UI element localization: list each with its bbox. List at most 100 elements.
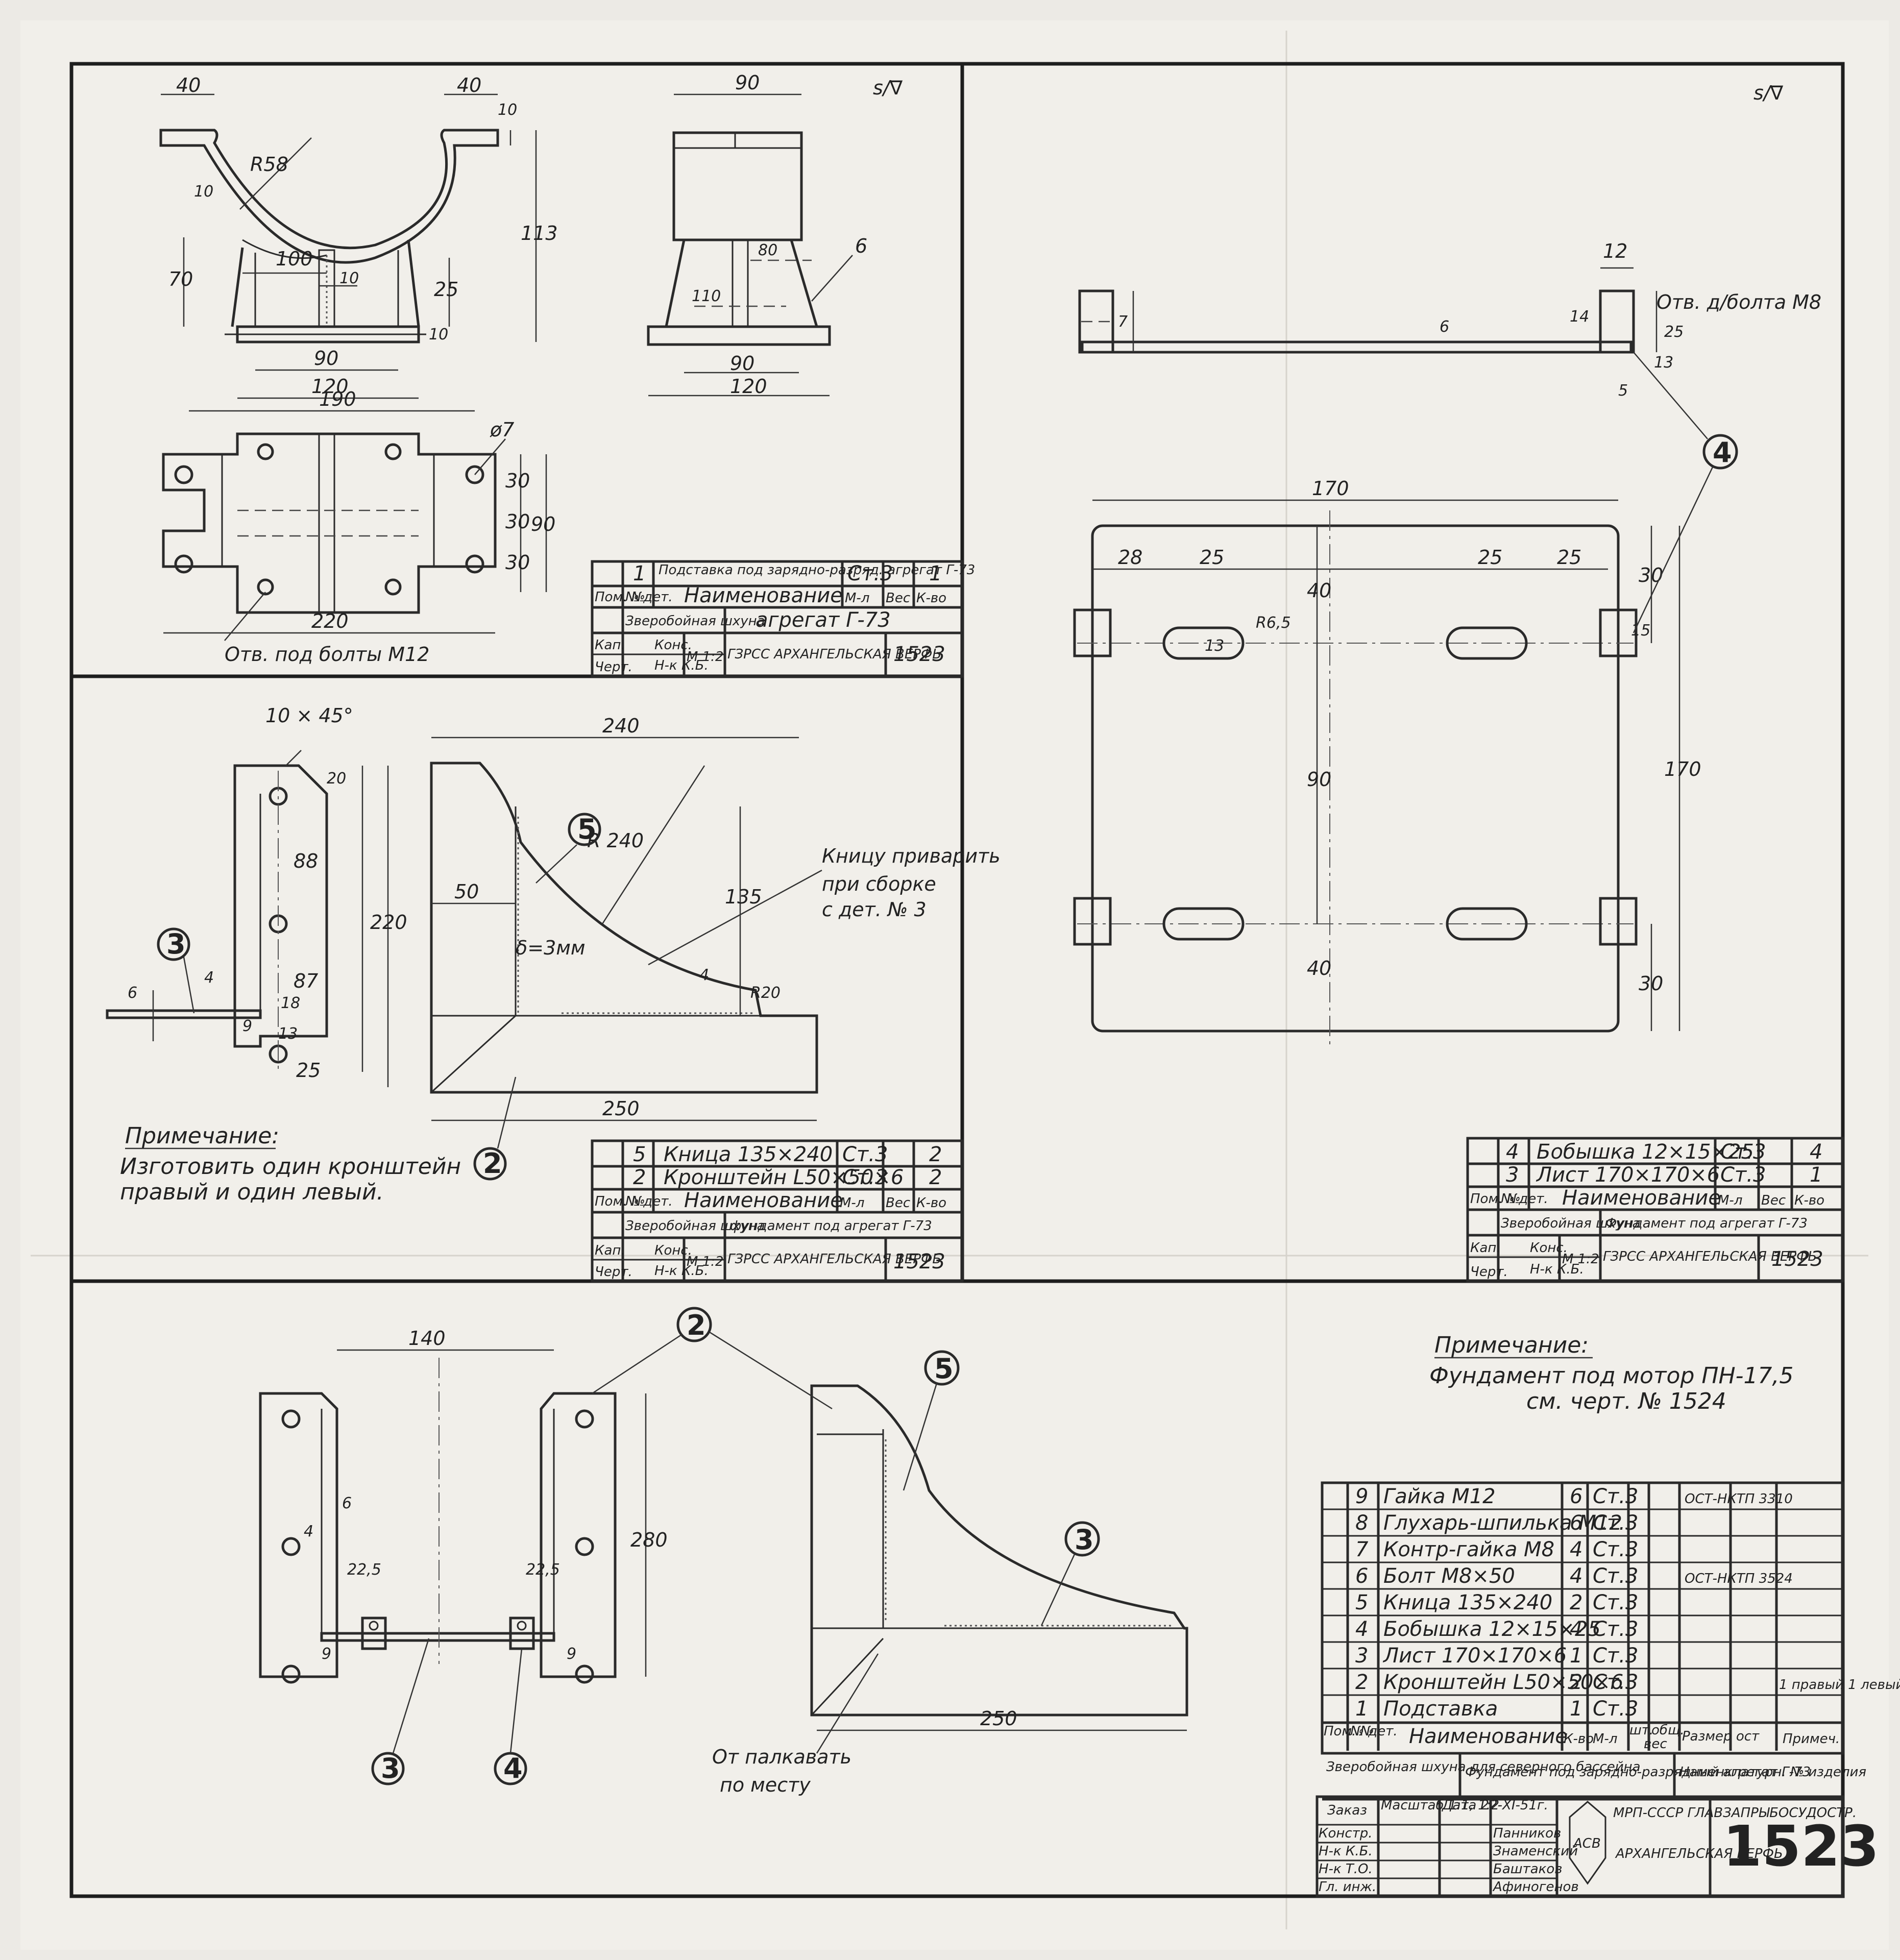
tb1-h-weight: Вес xyxy=(886,591,910,606)
dim-13: 13 xyxy=(278,1025,298,1043)
tb3-check-2: Н-к К.Б. xyxy=(1530,1262,1584,1277)
dim-220: 220 xyxy=(370,911,407,934)
tb1-h-mat: М-л xyxy=(845,591,869,606)
dim-40-left: 40 xyxy=(176,74,201,96)
stamp-order: Заказ xyxy=(1327,1803,1367,1818)
tb1-h-qty: К-во xyxy=(916,591,946,606)
dim-25: 25 xyxy=(434,278,458,301)
dim-50: 50 xyxy=(454,880,479,903)
dim-18: 18 xyxy=(281,994,300,1012)
bom-row-4-name: Болт М8×50 xyxy=(1383,1564,1515,1588)
dim-4: 4 xyxy=(204,969,214,987)
tb1-row1-qty: 1 xyxy=(929,562,942,585)
main-note-line-2: см. черт. № 1524 xyxy=(1526,1388,1726,1414)
plan-dim-25b: 25 xyxy=(1478,546,1502,569)
dim-r20: R20 xyxy=(750,984,781,1002)
bom-h-name: Наименование xyxy=(1409,1725,1568,1748)
dim-40-right: 40 xyxy=(457,74,481,96)
plate-edge-view: 12 Отв. д/болта М8 6 14 25 13 5 7 xyxy=(1078,240,1821,400)
shipyard-logo: АСВ xyxy=(1569,1801,1606,1885)
dim-chamfer: 10 × 45° xyxy=(265,704,353,727)
side-dim-90: 90 xyxy=(735,71,760,94)
assembly-side-view: 250 2 5 3 От палкавать по месту xyxy=(592,1307,1188,1796)
tb3-role-1: Кап. xyxy=(1470,1240,1501,1256)
tb2-row1-qty: 2 xyxy=(929,1143,942,1166)
bom-row-4-mat: Ст.3 xyxy=(1593,1564,1638,1588)
plan-dim-30c: 30 xyxy=(505,551,530,574)
tb3-row2-material: Ст.3 xyxy=(1720,1163,1766,1187)
plan-dim-170: 170 xyxy=(1312,477,1349,500)
tb3-row1-qty: 4 xyxy=(1810,1140,1822,1164)
asm-note-1: От палкавать xyxy=(712,1746,851,1768)
bom-nomenclature: Наменклатурн. № изделия xyxy=(1679,1765,1866,1780)
dim-20: 20 xyxy=(327,770,346,788)
tb2-assembly: фундамент под агрегат Г-73 xyxy=(730,1218,932,1234)
bom-row-2-no: 8 xyxy=(1355,1511,1368,1535)
bom-row-7-qty: 1 xyxy=(1570,1644,1582,1668)
tb2-h-name: Наименование xyxy=(684,1189,843,1212)
asm-dim-280: 280 xyxy=(630,1529,668,1551)
plate-dim-6: 6 xyxy=(1440,318,1449,336)
tb2-h-qty: К-во xyxy=(916,1195,946,1211)
note-text-2: правый и один левый. xyxy=(120,1179,384,1205)
tb1-role-2: Черт. xyxy=(595,659,632,675)
bom-row-5-qty: 2 xyxy=(1570,1591,1582,1614)
asm-callout-2: 2 xyxy=(687,1309,706,1341)
tb1-role-1: Кап. xyxy=(595,638,625,653)
bom-row-3-qty: 4 xyxy=(1570,1538,1582,1561)
dim-10-arc: 10 xyxy=(194,183,213,201)
tb1-check-1: Конс. xyxy=(654,638,692,653)
bom-row-9-mat: Ст.3 xyxy=(1593,1697,1638,1721)
drawing-number: 1523 xyxy=(1723,1814,1879,1879)
dim-87: 87 xyxy=(294,970,318,992)
stamp-name-3: Баштаков xyxy=(1493,1861,1563,1877)
dim-70: 70 xyxy=(168,268,193,290)
tb2-scale: М 1:2 xyxy=(687,1254,724,1269)
asm-callout-5: 5 xyxy=(934,1353,954,1385)
tb2-row2-qty: 2 xyxy=(929,1166,942,1189)
bom-row-7-name: Лист 170×170×6 xyxy=(1382,1644,1567,1668)
plan-dim-phi7: ø7 xyxy=(490,419,514,441)
tb3-scale: М 1:2 xyxy=(1562,1252,1599,1267)
bom-row-6-no: 4 xyxy=(1355,1618,1368,1641)
bom-row-5-no: 5 xyxy=(1355,1591,1368,1614)
plan-dim-170b: 170 xyxy=(1664,758,1701,780)
bom-h-mat: М-л xyxy=(1593,1731,1617,1747)
tb3-row1-name: Бобышка 12×15×25 xyxy=(1537,1140,1754,1164)
callout-5: 5 xyxy=(577,813,597,845)
plan-dim-28: 28 xyxy=(1118,546,1142,569)
stamp-role-1: Констр. xyxy=(1319,1826,1373,1841)
bom-row-2-name: Глухарь-шпилька М12 xyxy=(1383,1511,1622,1535)
bom-h-det: № дет. xyxy=(1349,1724,1398,1739)
tb3-number: 1523 xyxy=(1771,1247,1823,1271)
plan-dim-40b: 40 xyxy=(1307,957,1331,979)
bom-h-note: Примеч. xyxy=(1783,1731,1840,1747)
dim-delta: δ=3мм xyxy=(516,937,586,959)
callout-2: 2 xyxy=(483,1147,502,1180)
tb3-h-name: Наименование xyxy=(1562,1186,1721,1210)
tb1-h-name: Наименование xyxy=(684,584,843,607)
dim-120: 120 xyxy=(311,375,349,398)
plan-dim-190: 190 xyxy=(319,388,356,410)
stamp-name-4: Афиногенов xyxy=(1492,1879,1579,1895)
dim-6: 6 xyxy=(128,984,137,1002)
tb2-row2-no: 2 xyxy=(633,1166,646,1189)
asm-callout-3: 3 xyxy=(381,1752,400,1784)
side-dim-110: 110 xyxy=(692,287,721,305)
title-block-plate: 4 Бобышка 12×15×25 Ст.3 4 3 Лист 170×170… xyxy=(1466,1137,1844,1283)
bom-row-8-name: Кронштейн L50×50×6 xyxy=(1383,1671,1623,1694)
plan-dim-13: 13 xyxy=(1205,637,1224,655)
bom-row-6-mat: Ст.3 xyxy=(1593,1618,1638,1641)
roughness-mark-left: s/∇ xyxy=(873,77,903,99)
dim-10-top: 10 xyxy=(498,101,517,119)
tb3-h-qty: К-во xyxy=(1794,1193,1824,1208)
asm-callout-4: 4 xyxy=(503,1752,523,1784)
bom-row-1-name: Гайка М12 xyxy=(1383,1485,1496,1508)
plan-dim-30a: 30 xyxy=(1639,564,1663,586)
bom-row-3-mat: Ст.3 xyxy=(1593,1538,1638,1561)
callout-4: 4 xyxy=(1713,436,1732,469)
bom-row-9-qty: 1 xyxy=(1570,1697,1582,1721)
asm-dim-225b: 22,5 xyxy=(526,1561,560,1579)
drawing-frame xyxy=(69,62,1845,1898)
